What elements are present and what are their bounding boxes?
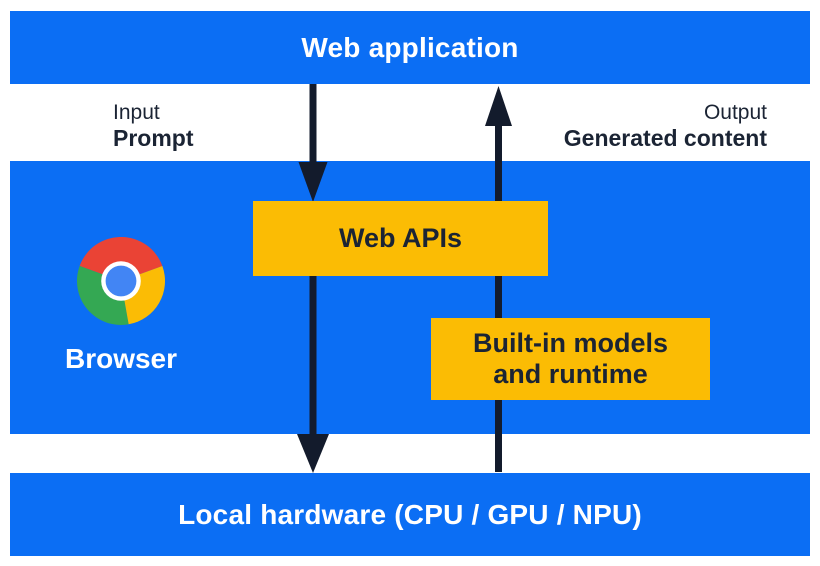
- web-application-label: Web application: [301, 31, 519, 63]
- local-hardware-bar: Local hardware (CPU / GPU / NPU): [10, 473, 810, 556]
- builtin-models-label: Built-in models and runtime: [473, 327, 668, 389]
- input-caption-block: Input Prompt: [113, 100, 194, 152]
- chrome-browser-icon: [77, 237, 165, 325]
- web-apis-panel: Web APIs: [253, 201, 548, 276]
- input-caption: Input: [113, 101, 160, 124]
- local-hardware-label: Local hardware (CPU / GPU / NPU): [178, 498, 642, 530]
- output-caption: Output: [703, 101, 767, 124]
- output-caption-block: Output Generated content: [564, 100, 767, 152]
- output-label: Generated content: [563, 125, 767, 151]
- input-label: Prompt: [113, 125, 194, 151]
- web-application-bar: Web application: [10, 11, 810, 84]
- web-apis-label: Web APIs: [338, 222, 463, 253]
- builtin-models-panel: Built-in models and runtime: [431, 318, 710, 400]
- browser-label: Browser: [64, 343, 178, 374]
